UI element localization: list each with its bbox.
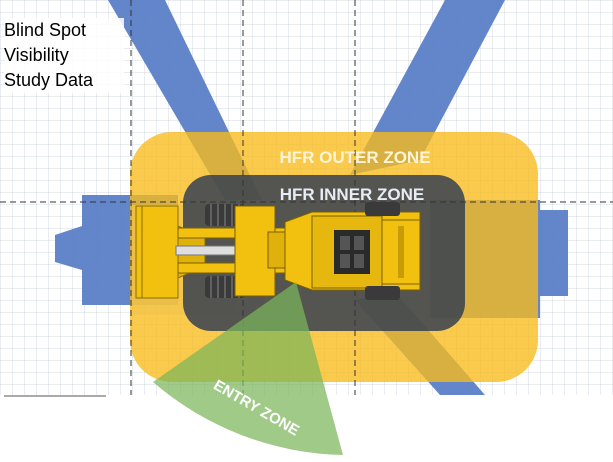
front-end-loader-icon (135, 202, 421, 300)
inner-zone-label: HFR INNER ZONE (280, 185, 425, 204)
blind-spot-upper-right-ray (350, 0, 505, 175)
entry-zone (153, 282, 343, 455)
outer-zone-label: HFR OUTER ZONE (279, 148, 430, 167)
guide-lines (0, 0, 613, 395)
diagram-title: Blind Spot Visibility Study Data (4, 18, 124, 93)
